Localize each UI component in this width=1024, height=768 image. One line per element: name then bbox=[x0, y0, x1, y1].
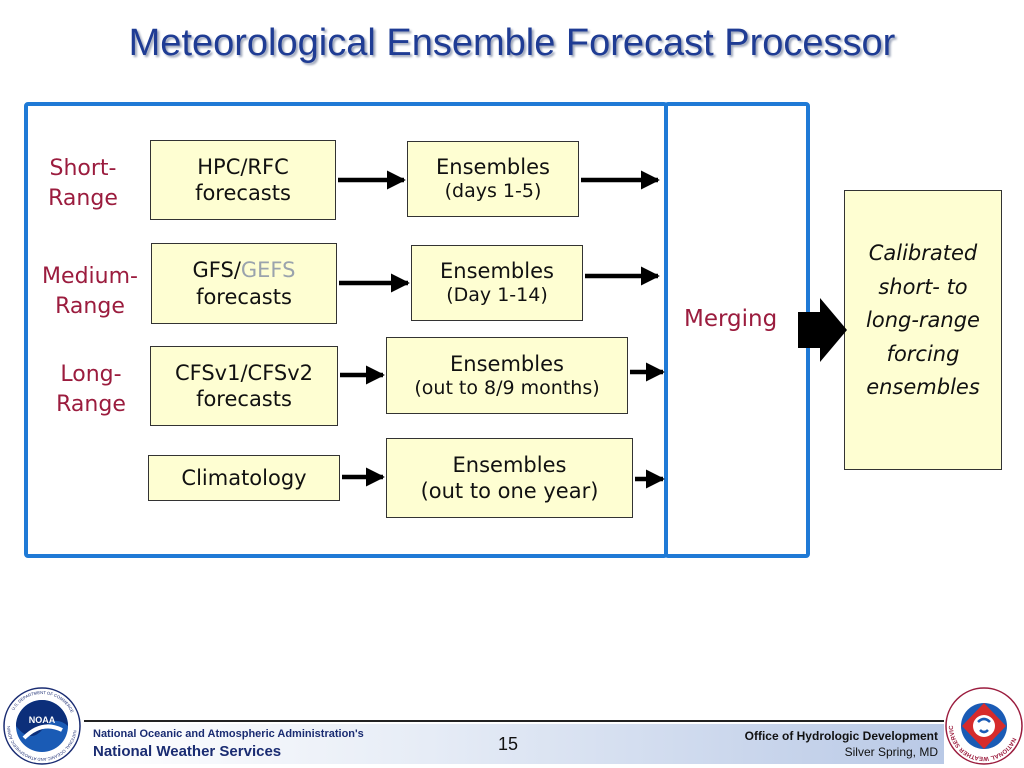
cfs-forecasts-box: CFSv1/CFSv2 forecasts bbox=[150, 346, 338, 426]
calibrated-output-box: Calibrated short- to long-range forcing … bbox=[844, 190, 1002, 470]
hpc-rfc-forecasts-box: HPC/RFC forecasts bbox=[150, 140, 336, 220]
climatology-box: Climatology bbox=[148, 455, 340, 501]
nws-logo-icon: NATIONAL WEATHER SERVICE bbox=[944, 686, 1023, 765]
medium-range-label: Medium- Range bbox=[42, 264, 138, 319]
footer-org-line1: National Oceanic and Atmospheric Adminis… bbox=[93, 728, 364, 740]
footer-org-line2: National Weather Services bbox=[93, 743, 282, 760]
ensembles-clim-box: Ensembles (out to one year) bbox=[386, 438, 633, 518]
footer-location: Silver Spring, MD bbox=[844, 745, 938, 759]
merging-label: Merging bbox=[684, 306, 778, 332]
slide-title: Meteorological Ensemble Forecast Process… bbox=[128, 22, 896, 64]
ensembles-short-box: Ensembles (days 1-5) bbox=[407, 141, 579, 217]
gefs-label: GEFS bbox=[240, 258, 296, 283]
ensembles-long-box: Ensembles (out to 8/9 months) bbox=[386, 337, 628, 414]
gfs-label: GFS/ bbox=[192, 258, 241, 283]
gfs-gefs-forecasts-box: GFS/GEFS forecasts bbox=[151, 243, 337, 324]
footer-rule bbox=[84, 720, 944, 722]
ensembles-medium-box: Ensembles (Day 1-14) bbox=[411, 245, 583, 321]
noaa-logo-icon: NOAA NATIONAL OCEANIC AND ATMOSPHERIC AD… bbox=[2, 686, 81, 765]
page-number: 15 bbox=[498, 734, 519, 754]
svg-text:NOAA: NOAA bbox=[29, 715, 56, 725]
footer-band bbox=[84, 724, 944, 764]
block-arrow-merge-to-output bbox=[798, 298, 847, 362]
short-range-label: Short- Range bbox=[48, 156, 118, 211]
footer-office: Office of Hydrologic Development bbox=[744, 729, 938, 743]
long-range-label: Long- Range bbox=[56, 362, 126, 417]
